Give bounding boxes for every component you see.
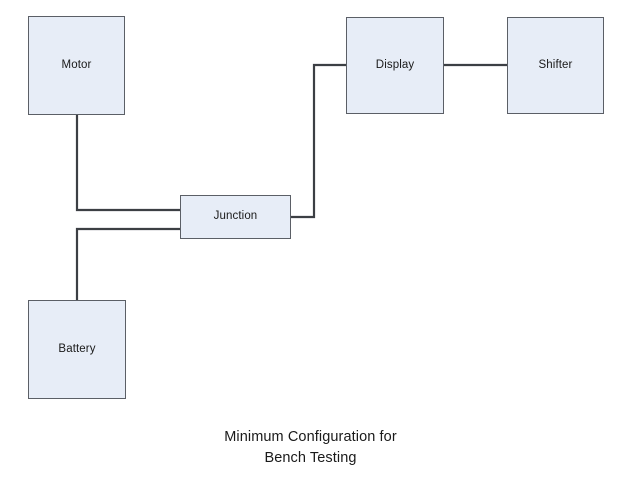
node-battery[interactable]: Battery xyxy=(28,300,126,399)
diagram-caption-line-2: Bench Testing xyxy=(264,450,357,466)
diagram-caption: Minimum Configuration for Bench Testing xyxy=(0,427,621,469)
node-motor-label: Motor xyxy=(61,58,92,71)
node-shifter[interactable]: Shifter xyxy=(507,17,604,114)
node-shifter-label: Shifter xyxy=(538,58,573,71)
connector-junction-to-display xyxy=(291,63,346,219)
node-battery-label: Battery xyxy=(58,342,96,355)
node-junction[interactable]: Junction xyxy=(180,195,291,239)
connector-motor-to-junction xyxy=(75,115,180,212)
node-junction-label: Junction xyxy=(213,210,258,223)
diagram-caption-line-1: Minimum Configuration for xyxy=(224,429,397,445)
node-display[interactable]: Display xyxy=(346,17,444,114)
node-display-label: Display xyxy=(375,58,415,71)
connector-battery-to-junction xyxy=(75,227,180,300)
node-motor[interactable]: Motor xyxy=(28,16,125,115)
